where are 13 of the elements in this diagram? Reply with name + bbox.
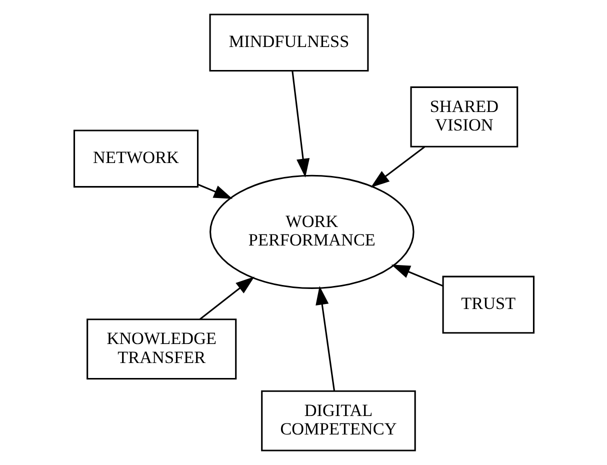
node-box: SHARED VISION	[410, 86, 518, 148]
arrow	[315, 286, 335, 391]
node-box: MINDFULNESS	[208, 14, 368, 72]
arrow	[370, 146, 425, 188]
arrow	[291, 70, 310, 178]
node-box: TRUST	[442, 276, 534, 334]
arrow	[197, 184, 232, 199]
node-box: KNOWLEDGE TRANSFER	[86, 318, 236, 380]
arrow	[198, 276, 254, 320]
arrow	[390, 264, 443, 287]
node-box: DIGITAL COMPETENCY	[260, 390, 416, 452]
node-ellipse: WORK PERFORMANCE	[209, 174, 414, 289]
node-box: NETWORK	[72, 130, 198, 188]
